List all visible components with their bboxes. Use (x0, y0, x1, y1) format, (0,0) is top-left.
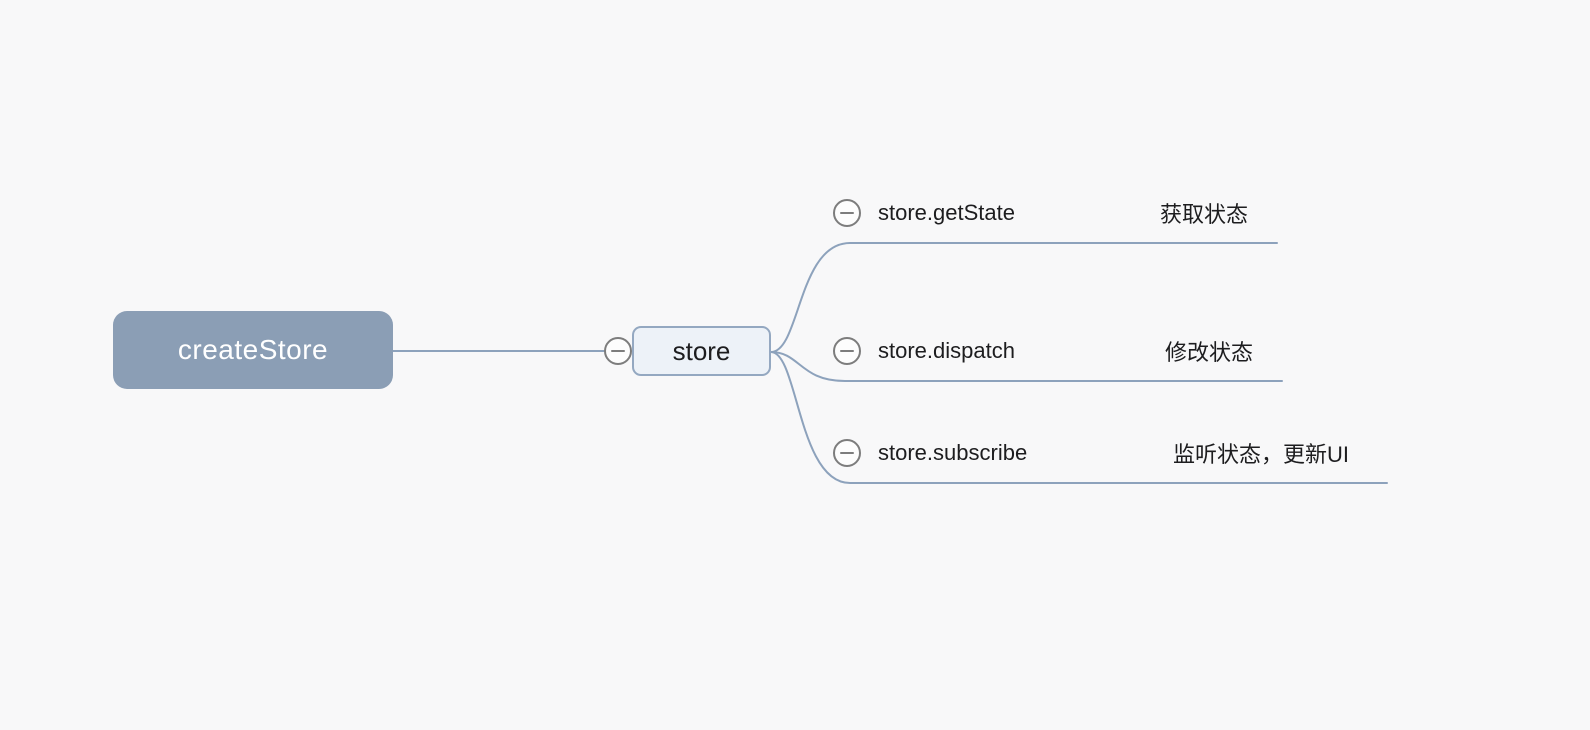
topic-subscribe[interactable]: store.subscribe (878, 440, 1028, 465)
topic-dispatch-note[interactable]: 修改状态 (1165, 340, 1254, 365)
minus-icon (840, 451, 854, 455)
topic-store-label: store (672, 335, 731, 366)
topic-store[interactable]: store (632, 326, 771, 376)
minus-icon (840, 349, 854, 353)
minus-icon (840, 211, 854, 215)
collapse-button-store[interactable] (604, 337, 632, 365)
collapse-button-subscribe[interactable] (833, 439, 861, 467)
topic-createstore[interactable]: createStore (113, 311, 393, 389)
collapse-button-dispatch[interactable] (833, 337, 861, 365)
topic-dispatch[interactable]: store.dispatch (878, 338, 1015, 363)
topic-getstate[interactable]: store.getState (878, 200, 1015, 225)
topic-getstate-note[interactable]: 获取状态 (1160, 202, 1249, 227)
collapse-button-getstate[interactable] (833, 199, 861, 227)
minus-icon (611, 349, 625, 353)
topic-createstore-label: createStore (177, 334, 329, 365)
topic-subscribe-note[interactable]: 监听状态，更新UI (1173, 442, 1350, 467)
